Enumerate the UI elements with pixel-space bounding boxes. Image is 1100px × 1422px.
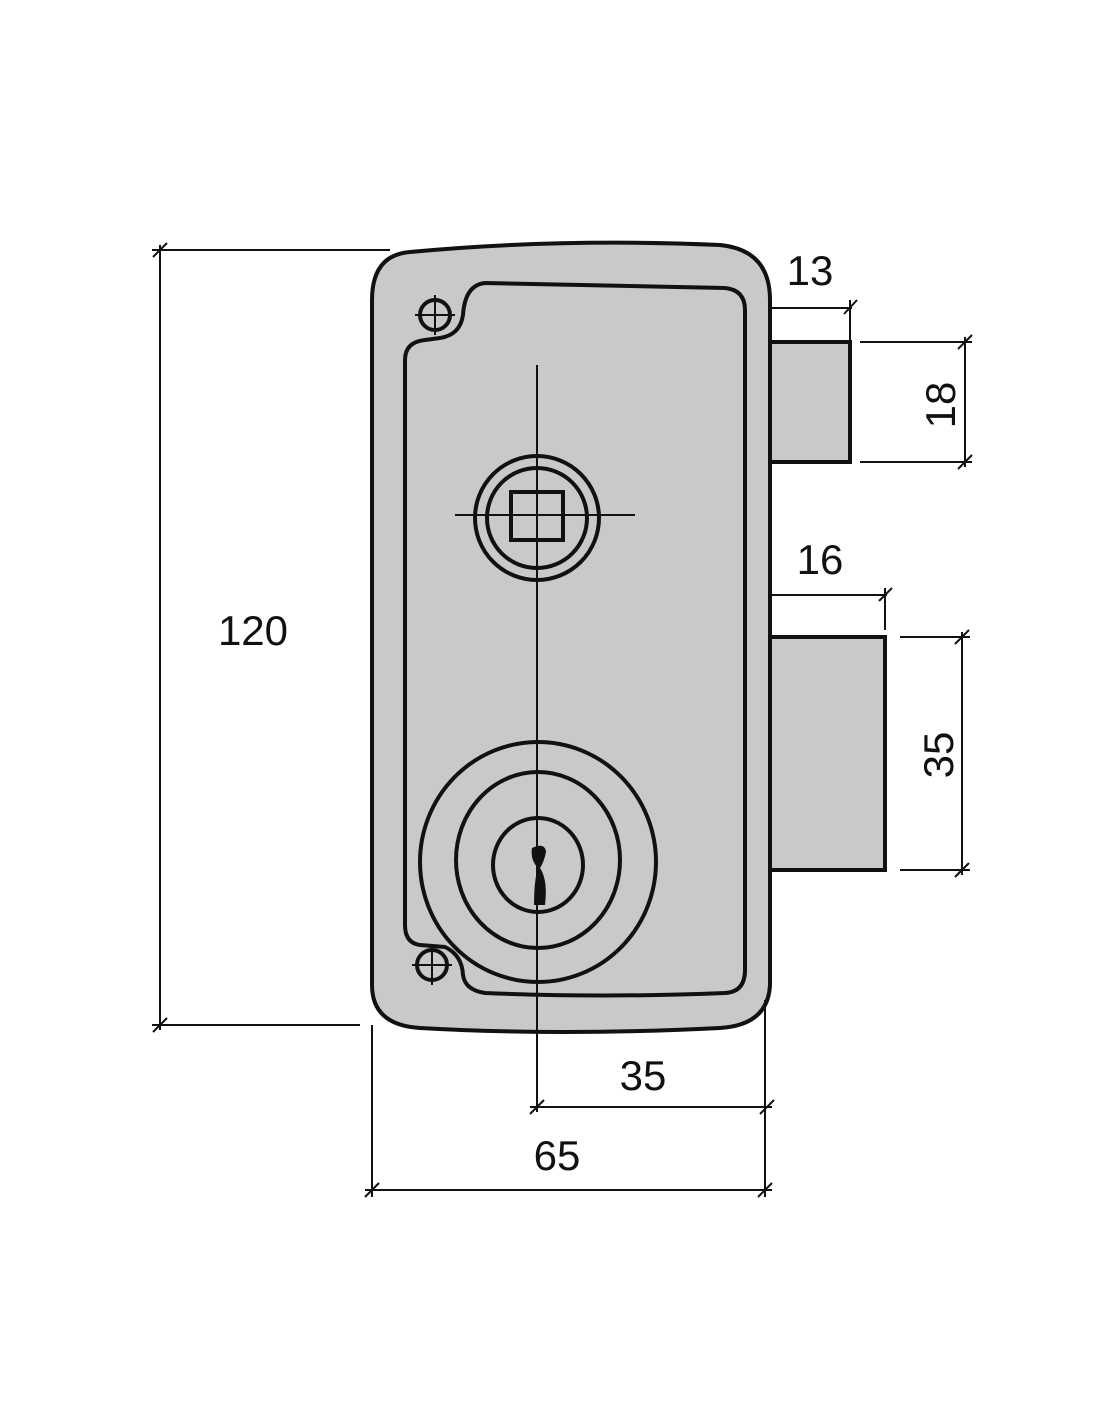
dimension-bolt-height: 35 (900, 629, 970, 878)
dimension-label-latch-height: 18 (917, 382, 964, 429)
screw-bottom-icon (412, 945, 452, 985)
dimension-label-bolt-height: 35 (915, 732, 962, 779)
dimension-label-bolt-projection: 16 (797, 536, 844, 583)
dimension-label-height: 120 (218, 607, 288, 654)
dimension-latch-height: 18 (860, 334, 973, 470)
dimension-label-backset: 35 (620, 1052, 667, 1099)
latch-bolt (768, 340, 852, 464)
dimension-latch-projection: 13 (770, 247, 858, 340)
dimension-label-latch-projection: 13 (787, 247, 834, 294)
dimension-label-width: 65 (534, 1132, 581, 1179)
cover-outline (403, 280, 747, 998)
keyhole-icon (531, 845, 546, 905)
dimension-backset: 35 (529, 1000, 775, 1115)
dimension-bolt-projection: 16 (770, 536, 893, 630)
screw-top-icon (415, 295, 455, 335)
lock-body (370, 240, 772, 1034)
dimension-height: 120 (152, 242, 390, 1033)
dimension-width: 65 (364, 1025, 773, 1198)
dead-bolt (768, 635, 887, 872)
